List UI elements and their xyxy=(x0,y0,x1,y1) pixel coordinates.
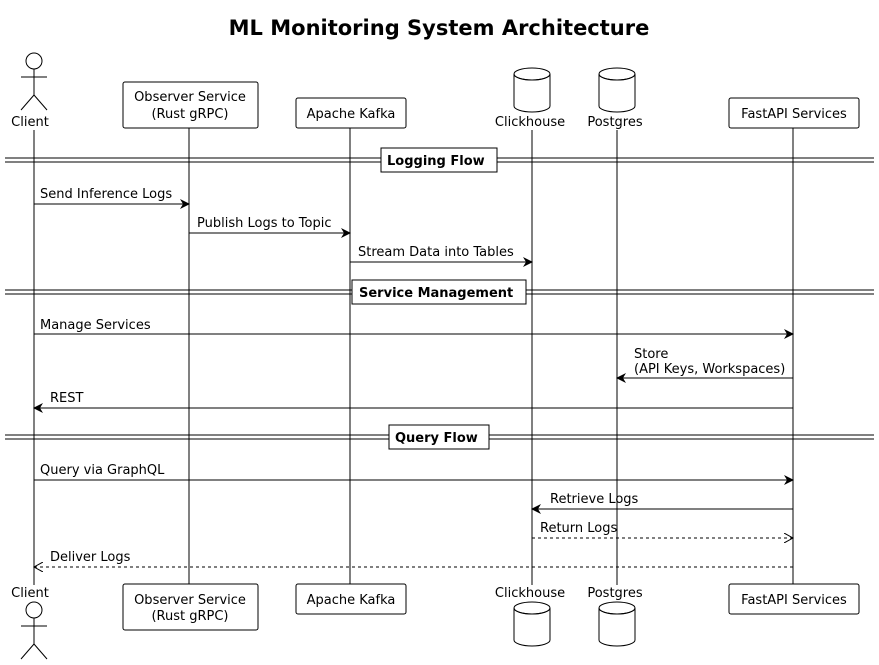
message-label: Retrieve Logs xyxy=(550,492,639,507)
participants-bottom: Client Observer Service (Rust gRPC) Apac… xyxy=(11,583,860,660)
message-label: Publish Logs to Topic xyxy=(197,216,331,231)
participant-label-client: Client xyxy=(11,115,49,130)
section-label-box xyxy=(351,279,527,305)
database-clickhouse-bottom: Clickhouse xyxy=(495,586,565,647)
message-retrieve-logs: Retrieve Logs xyxy=(531,492,793,514)
participant-box xyxy=(295,97,407,129)
section-label: Logging Flow xyxy=(387,154,485,169)
participant-box xyxy=(295,583,407,615)
participant-observer-top: Observer Service (Rust gRPC) xyxy=(122,81,259,129)
message-deliver-logs: Deliver Logs xyxy=(34,550,793,567)
message-manage-services: Manage Services xyxy=(34,318,794,339)
participant-sublabel-observer: (Rust gRPC) xyxy=(151,609,228,624)
message-label: Manage Services xyxy=(40,318,151,333)
actor-head-icon xyxy=(25,601,43,619)
actor-client-top: Client xyxy=(11,52,49,130)
participant-label-fastapi: FastAPI Services xyxy=(741,107,847,122)
message-query-graphql: Query via GraphQL xyxy=(34,463,794,485)
participant-fastapi-top: FastAPI Services xyxy=(728,97,860,129)
participant-fastapi-bottom: FastAPI Services xyxy=(728,583,860,615)
participant-sublabel-observer: (Rust gRPC) xyxy=(151,107,228,122)
message-label: Store xyxy=(634,347,668,362)
section-service-management: Service Management xyxy=(5,279,874,305)
message-stream-data: Stream Data into Tables xyxy=(350,245,533,267)
actor-client-bottom: Client xyxy=(11,586,49,660)
participant-label-clickhouse: Clickhouse xyxy=(495,586,565,601)
participant-kafka-bottom: Apache Kafka xyxy=(295,583,407,615)
section-label: Query Flow xyxy=(395,431,478,446)
database-clickhouse-top: Clickhouse xyxy=(495,67,565,130)
participant-box xyxy=(122,81,259,129)
participant-label-fastapi: FastAPI Services xyxy=(741,593,847,608)
section-label-box xyxy=(388,424,490,450)
participant-label-postgres: Postgres xyxy=(587,115,643,130)
participant-label-observer: Observer Service xyxy=(134,593,246,608)
database-icon xyxy=(513,608,551,647)
participant-box xyxy=(728,583,860,615)
section-query-flow: Query Flow xyxy=(5,424,874,450)
message-label: REST xyxy=(50,391,83,406)
participant-label-postgres: Postgres xyxy=(587,586,643,601)
participant-label-kafka: Apache Kafka xyxy=(307,107,396,122)
participant-kafka-top: Apache Kafka xyxy=(295,97,407,129)
message-store: Store (API Keys, Workspaces) xyxy=(616,347,793,383)
message-label: Query via GraphQL xyxy=(40,463,165,478)
message-label: Return Logs xyxy=(540,521,617,536)
section-label-box xyxy=(380,147,498,173)
message-label: Send Inference Logs xyxy=(40,187,172,202)
participants-top: Client Observer Service (Rust gRPC) Apac… xyxy=(11,52,860,130)
database-icon xyxy=(598,74,636,113)
message-rest: REST xyxy=(33,391,793,413)
participant-observer-bottom: Observer Service (Rust gRPC) xyxy=(122,583,259,631)
section-logging-flow: Logging Flow xyxy=(5,147,874,173)
message-label: Deliver Logs xyxy=(50,550,131,565)
database-icon xyxy=(598,608,636,647)
message-label: Stream Data into Tables xyxy=(358,245,514,260)
diagram-title: ML Monitoring System Architecture xyxy=(229,16,650,40)
message-sublabel: (API Keys, Workspaces) xyxy=(634,362,785,377)
participant-label-client: Client xyxy=(11,586,49,601)
database-postgres-bottom: Postgres xyxy=(587,586,643,647)
database-icon xyxy=(513,74,551,113)
message-return-logs: Return Logs xyxy=(532,521,793,538)
participant-label-observer: Observer Service xyxy=(134,90,246,105)
section-label: Service Management xyxy=(359,286,513,301)
actor-head-icon xyxy=(25,52,43,70)
database-postgres-top: Postgres xyxy=(587,67,643,130)
participant-label-clickhouse: Clickhouse xyxy=(495,115,565,130)
participant-label-kafka: Apache Kafka xyxy=(307,593,396,608)
participant-box xyxy=(122,583,259,631)
message-publish-logs: Publish Logs to Topic xyxy=(189,216,351,238)
participant-box xyxy=(728,97,860,129)
message-send-inference-logs: Send Inference Logs xyxy=(34,187,190,209)
